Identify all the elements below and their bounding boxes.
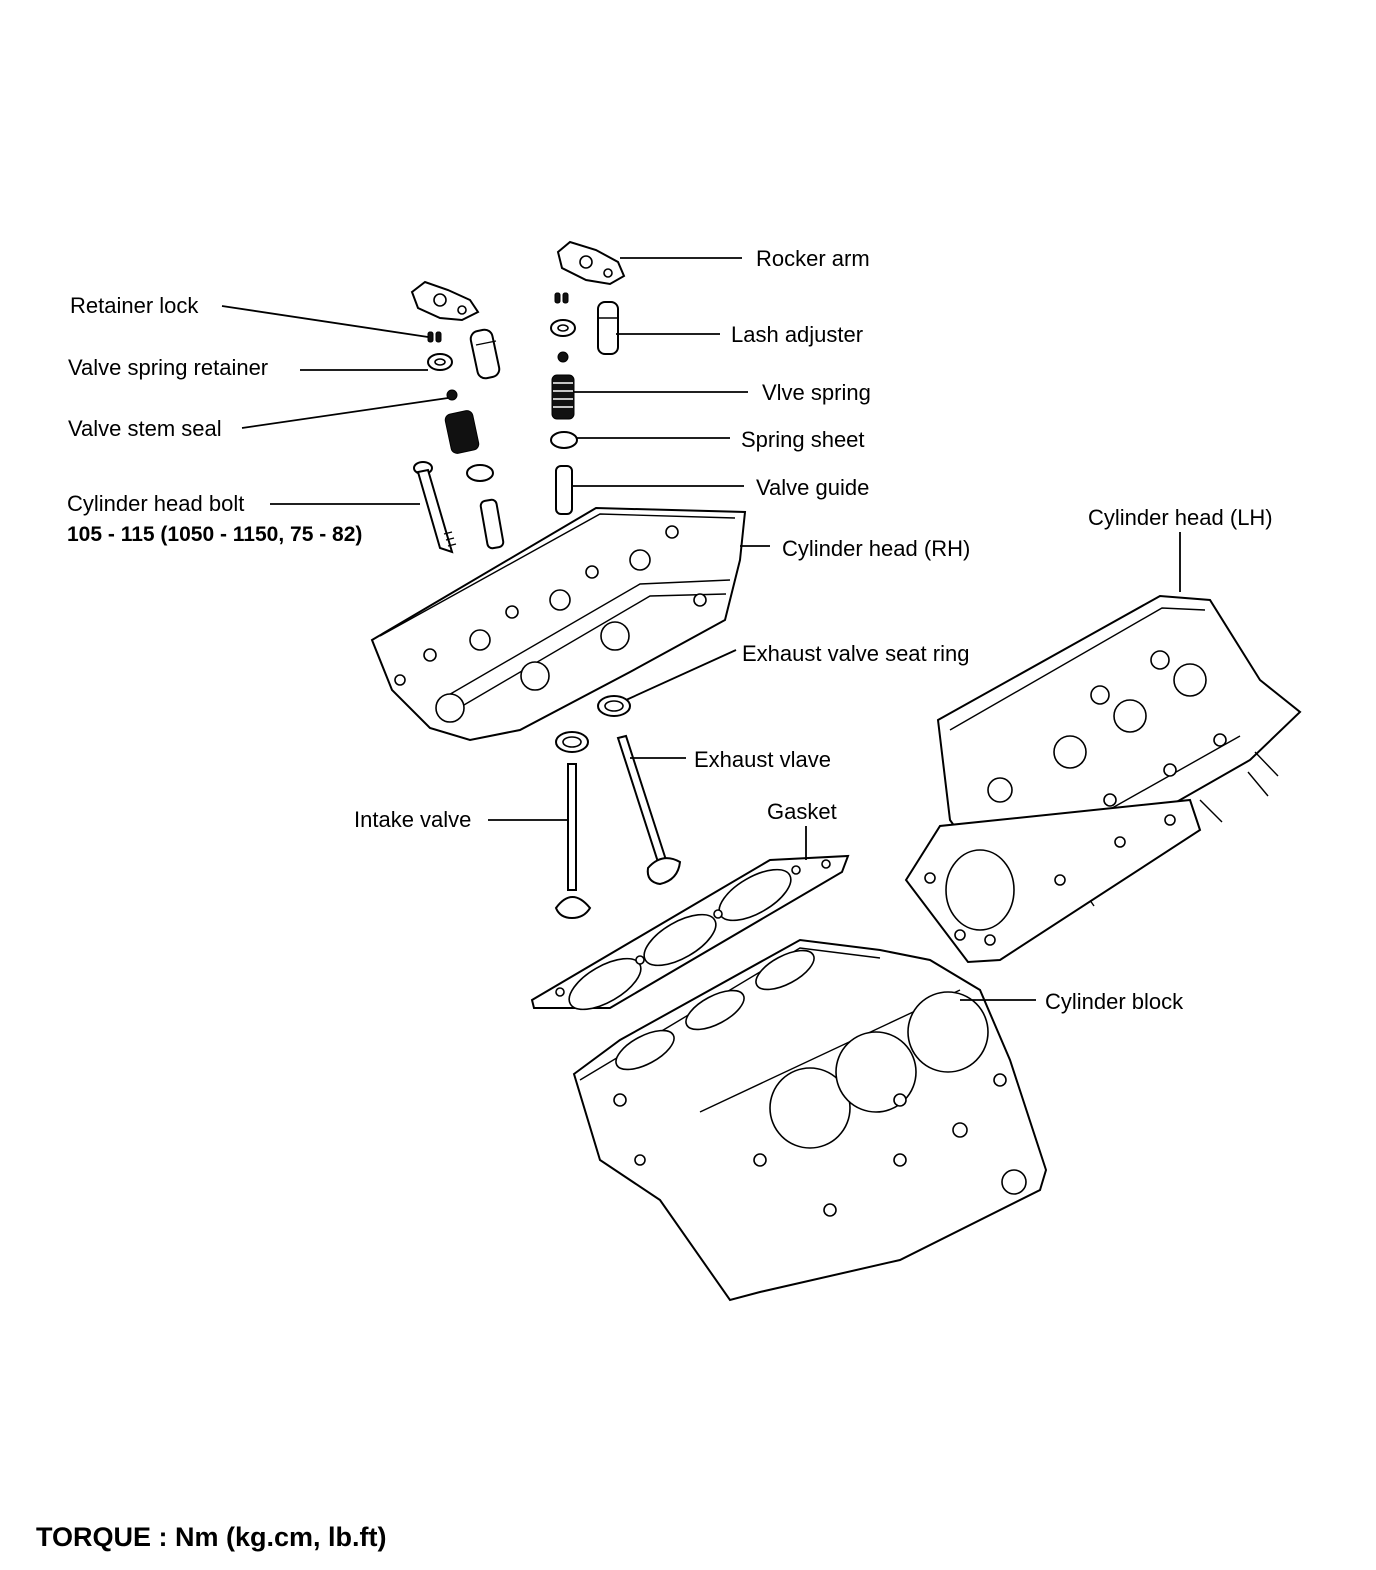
valve-seat-ring-parts <box>555 695 631 753</box>
leader-valve-stem-seal <box>241 397 449 429</box>
gasket-rh-part <box>530 854 850 1011</box>
label-cylinder-head-bolt-torque: 105 - 115 (1050 - 1150, 75 - 82) <box>67 523 362 546</box>
label-rocker-arm: Rocker arm <box>756 246 870 271</box>
label-vlve-spring: Vlve spring <box>762 380 871 405</box>
leader-lines <box>221 257 1181 1001</box>
label-exhaust-valve-seat-ring: Exhaust valve seat ring <box>742 641 969 666</box>
label-intake-valve: Intake valve <box>354 807 471 832</box>
label-valve-stem-seal: Valve stem seal <box>68 416 222 441</box>
spring-sheet-parts <box>466 431 578 482</box>
valve-stem-seal-parts <box>446 351 569 401</box>
cylinder-head-rh-part <box>370 506 747 742</box>
valve-guide-parts <box>479 465 573 550</box>
label-valve-spring-retainer: Valve spring retainer <box>68 355 268 380</box>
label-cylinder-block: Cylinder block <box>1045 989 1184 1014</box>
valve-spring-parts <box>444 374 575 454</box>
rocker-arm-right-part <box>556 240 626 286</box>
retainer-lock-parts <box>427 292 569 343</box>
label-cylinder-head-rh: Cylinder head (RH) <box>782 536 970 561</box>
label-spring-sheet: Spring sheet <box>741 427 865 452</box>
label-cylinder-head-lh: Cylinder head (LH) <box>1088 505 1273 530</box>
leader-retainer-lock <box>221 305 429 338</box>
label-gasket: Gasket <box>767 799 837 824</box>
label-lash-adjuster: Lash adjuster <box>731 322 863 347</box>
exhaust-valve-part <box>616 734 682 886</box>
label-cylinder-head-bolt: Cylinder head bolt <box>67 491 244 516</box>
cylinder-block-part <box>572 938 1048 1302</box>
lash-adjuster-parts <box>469 301 619 380</box>
label-retainer-lock: Retainer lock <box>70 293 199 318</box>
torque-note: TORQUE : Nm (kg.cm, lb.ft) <box>36 1522 387 1552</box>
intake-valve-part <box>554 763 592 920</box>
label-exhaust-vlave: Exhaust vlave <box>694 747 831 772</box>
valve-spring-retainer-parts <box>427 319 576 371</box>
leader-exhaust-valve-seat-ring <box>625 649 737 701</box>
cylinder-head-bolt-part <box>413 461 457 554</box>
gasket-lh-part <box>904 798 1202 964</box>
rocker-arm-left-part <box>410 280 480 322</box>
label-valve-guide: Valve guide <box>756 475 869 500</box>
